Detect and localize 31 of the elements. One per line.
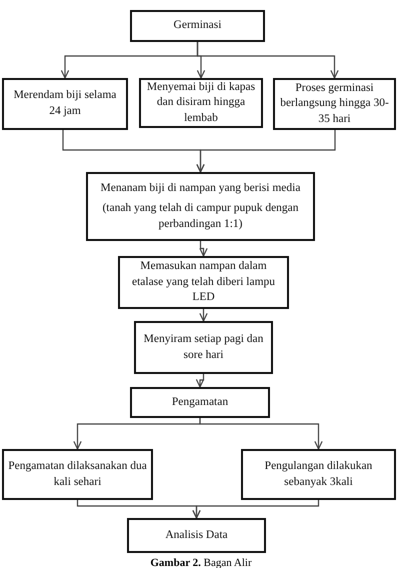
arrow: [199, 241, 208, 257]
process-box: [2, 78, 128, 130]
arrow: [199, 418, 323, 450]
process-box: [2, 449, 153, 500]
process-box: [134, 321, 273, 374]
box-text: Analisis Data: [165, 528, 228, 543]
process-box: [118, 256, 289, 309]
box-text: Merendam biji selama 24 jam: [12, 88, 118, 119]
box-text: Memasukan nampan dalam etalase yang telah diberi lampu LED: [130, 259, 276, 306]
process-box: [130, 387, 270, 418]
box-text: Pengulangan dilakukan sebanyak 3kali: [264, 458, 374, 490]
arrow: [199, 309, 208, 322]
box-text: (tanah yang telah di campur pupuk dengan perbandingan 1:1): [101, 201, 300, 232]
arrow: [196, 374, 204, 388]
process-box: [130, 10, 265, 42]
process-box: [86, 172, 315, 241]
figure-caption: Gambar 2. Bagan Alir: [149, 557, 253, 568]
arrow: [196, 130, 336, 173]
process-box: [139, 78, 263, 128]
box-text: Pengamatan dilaksanakan dua kali sehari: [8, 458, 147, 490]
process-box: [127, 518, 266, 553]
box-text: Proses germinasi berlangsung hingga 30-35 hari: [279, 80, 390, 127]
box-text: Menanam biji di nampan yang berisi media: [100, 180, 300, 196]
arrow: [196, 42, 339, 79]
process-box: [241, 449, 396, 500]
box-text: Pengamatan: [172, 394, 228, 410]
process-box: [273, 78, 396, 130]
box-text: Germinasi: [174, 18, 222, 34]
box-text: Menyemai biji di kapas dan disiram hingga lembab: [146, 80, 256, 126]
arrow: [192, 500, 320, 519]
box-text: Menyiram setiap pagi dan sore hari: [142, 332, 264, 362]
